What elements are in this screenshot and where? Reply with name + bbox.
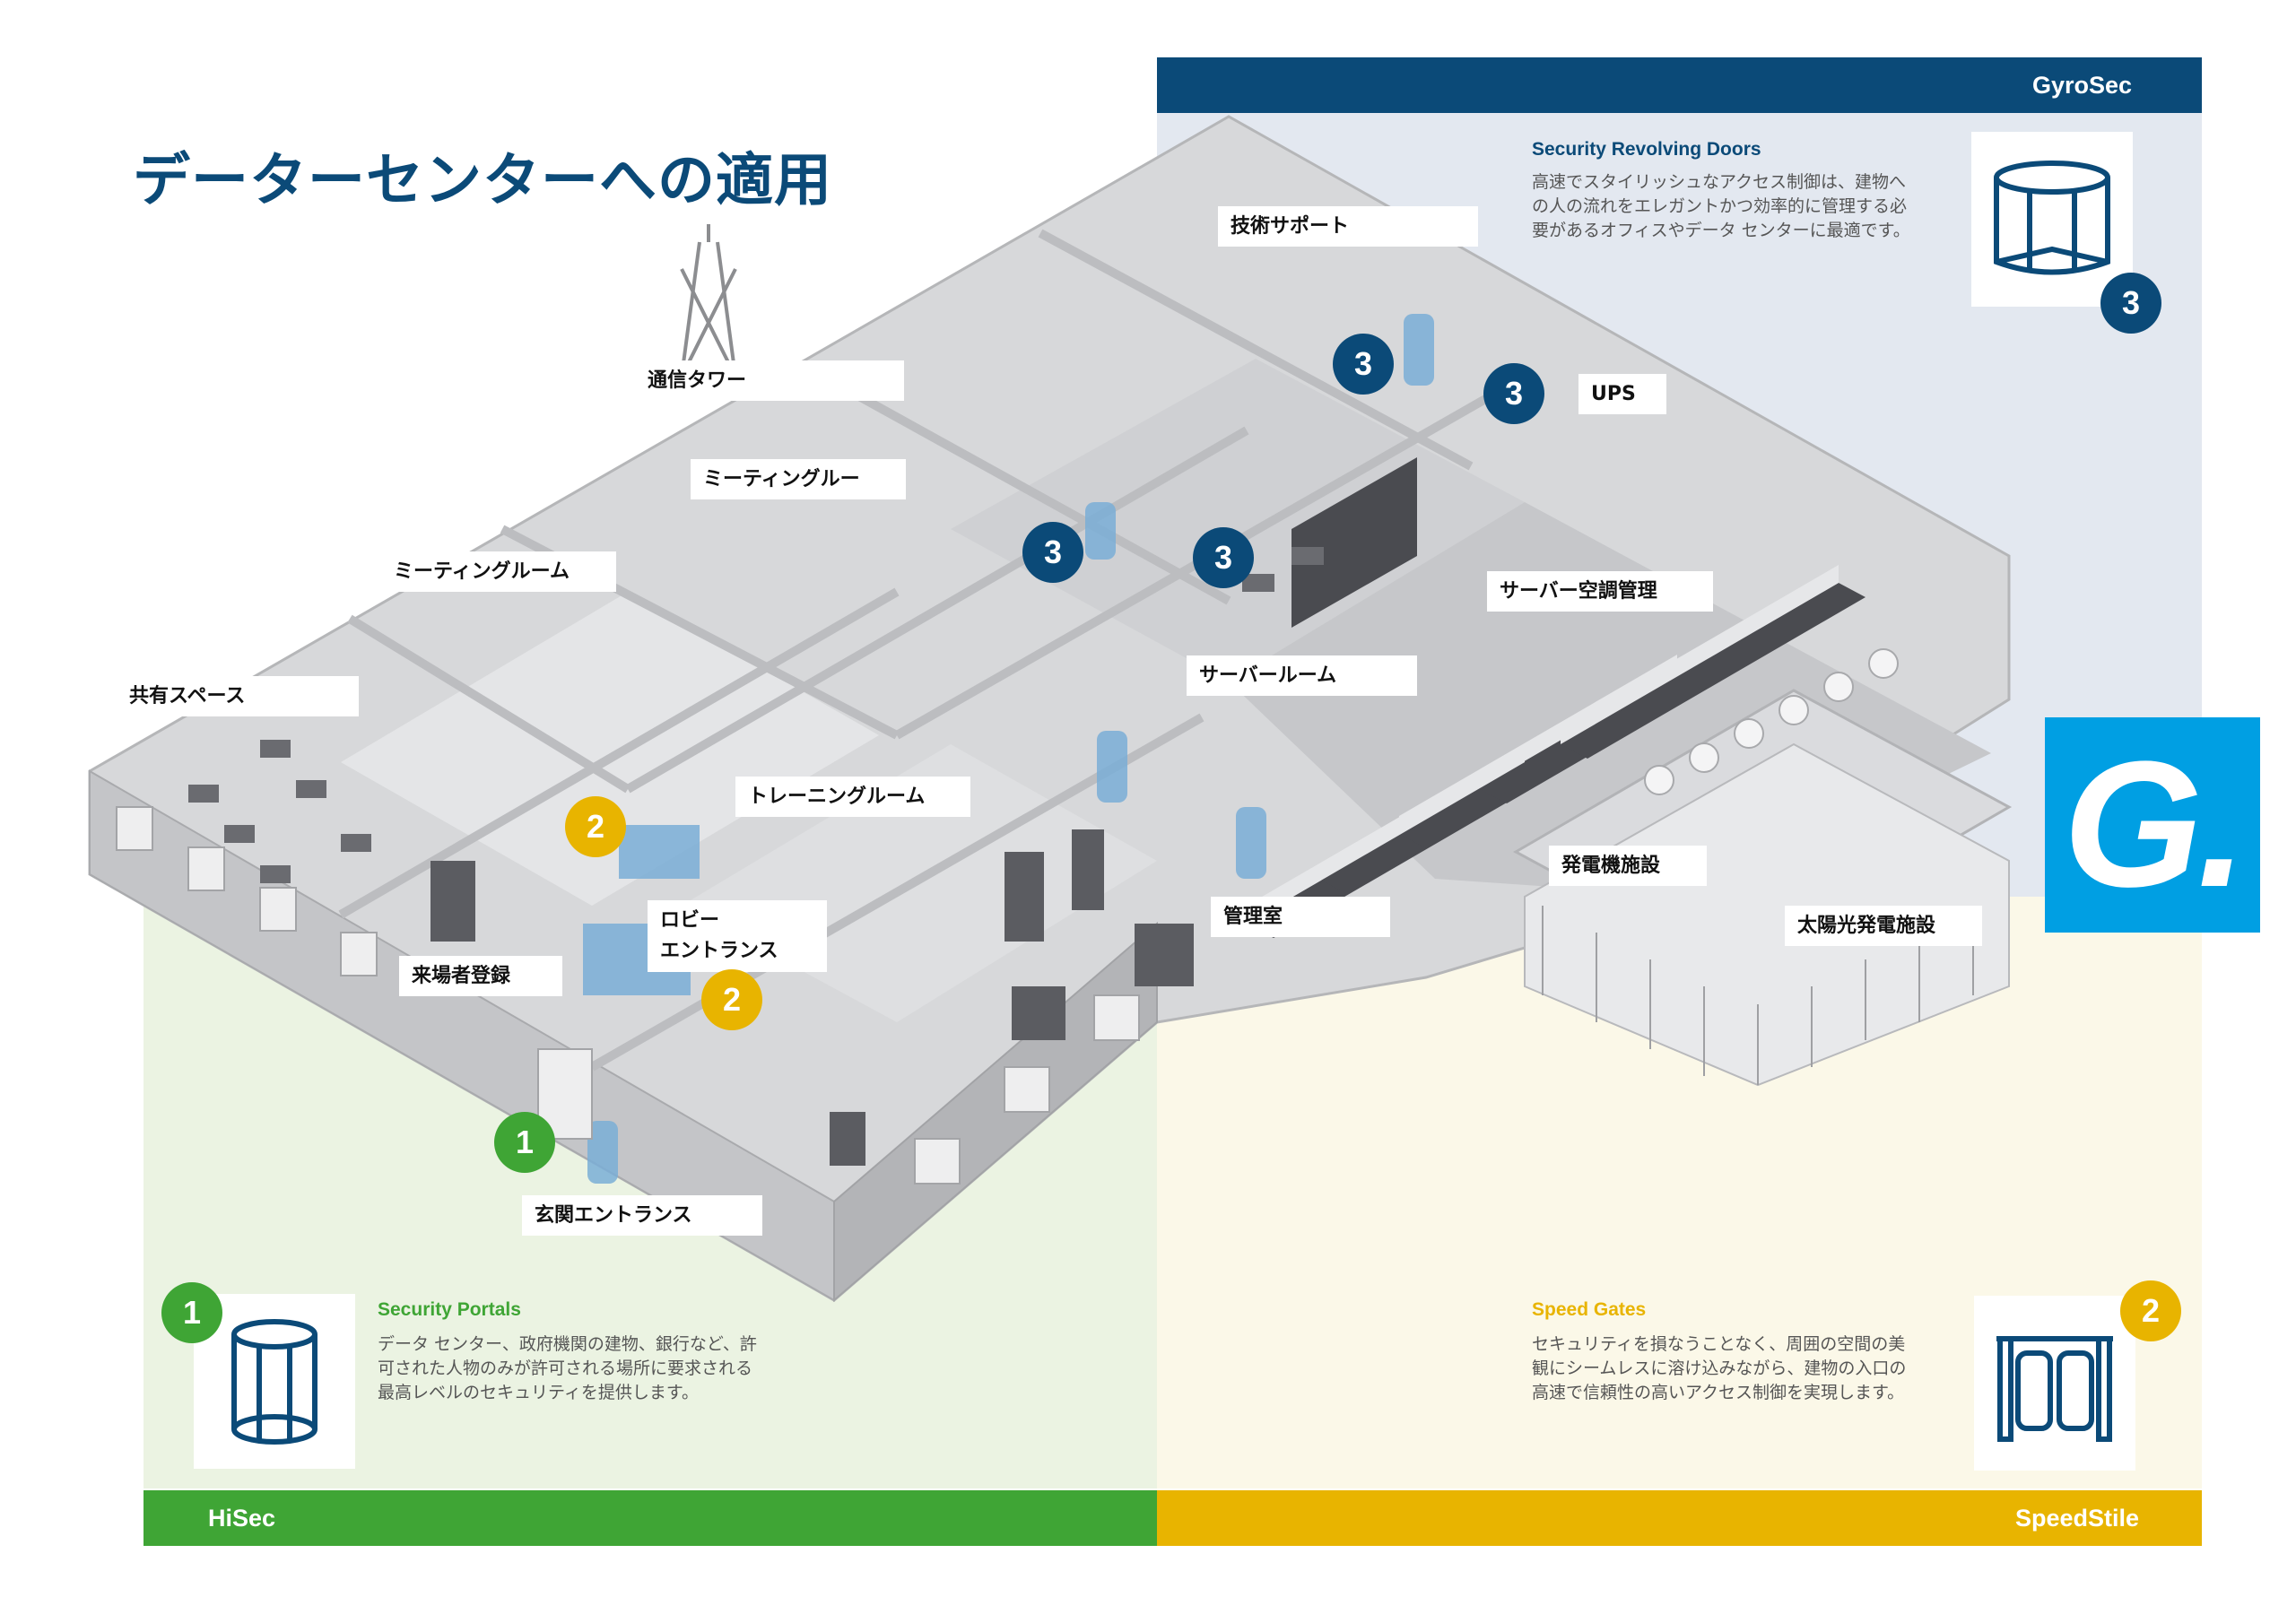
- label-lobby-line2: エントランス: [660, 940, 778, 962]
- revolving-doors-desc: 高速でスタイリッシュなアクセス制御は、建物への人の流れをエレガントかつ効率的に管…: [1532, 172, 1910, 240]
- security-portals-desc: データ センター、政府機関の建物、銀行など、許可された人物のみが許可される場所に…: [378, 1334, 757, 1402]
- speed-gates-title: Speed Gates: [1532, 1299, 1647, 1320]
- marker-revolving-door: 3: [1483, 363, 1544, 424]
- gyrosec-bar: GyroSec: [1157, 57, 2202, 113]
- label-comm-tower: 通信タワー: [635, 360, 904, 401]
- label-shared-space: 共有スペース: [117, 676, 359, 716]
- hisec-bar: HiSec: [144, 1490, 1157, 1546]
- speed-gate-badge: 2: [2120, 1280, 2181, 1341]
- revolving-doors-title: Security Revolving Doors: [1532, 139, 1761, 160]
- revolving-door-icon: [1971, 132, 2133, 307]
- security-portals-title: Security Portals: [378, 1299, 521, 1320]
- security-portal-icon: [194, 1294, 355, 1469]
- label-ups: UPS: [1578, 374, 1666, 414]
- label-control-room: 管理室: [1211, 897, 1390, 937]
- label-visitor-registration: 来場者登録: [399, 956, 562, 996]
- label-front-entrance: 玄関エントランス: [522, 1195, 762, 1236]
- speed-gates-desc: セキュリティを損なうことなく、周囲の空間の美観にシームレスに溶け込みながら、建物…: [1532, 1334, 1907, 1402]
- marker-revolving-door: 3: [1193, 527, 1254, 588]
- label-solar: 太陽光発電施設: [1785, 906, 1982, 946]
- label-meeting-room: ミーティングルーム: [381, 551, 616, 592]
- marker-revolving-door: 3: [1022, 522, 1083, 583]
- label-meeting-group: ミーティングルー: [691, 459, 906, 499]
- label-generator: 発電機施設: [1549, 846, 1707, 886]
- brand-logo: G.: [2045, 717, 2260, 933]
- speedstile-bar: SpeedStile: [1157, 1490, 2202, 1546]
- marker-security-portal: 1: [494, 1112, 555, 1173]
- label-lobby-line1: ロビー: [660, 909, 720, 932]
- marker-speed-gate: 2: [701, 969, 762, 1030]
- label-server-room: サーバールーム: [1187, 655, 1417, 696]
- marker-speed-gate: 2: [565, 796, 626, 857]
- revolving-door-badge: 3: [2100, 273, 2161, 334]
- page-title: データーセンターへの適用: [133, 148, 832, 214]
- label-training-room: トレーニングルーム: [735, 777, 970, 817]
- label-lobby-entrance: ロビー エントランス: [648, 900, 827, 972]
- security-portal-badge: 1: [161, 1282, 222, 1343]
- speed-gate-icon: [1974, 1296, 2135, 1471]
- label-server-hvac: サーバー空調管理: [1487, 571, 1713, 612]
- label-tech-support: 技術サポート: [1218, 206, 1478, 247]
- marker-revolving-door: 3: [1333, 334, 1394, 395]
